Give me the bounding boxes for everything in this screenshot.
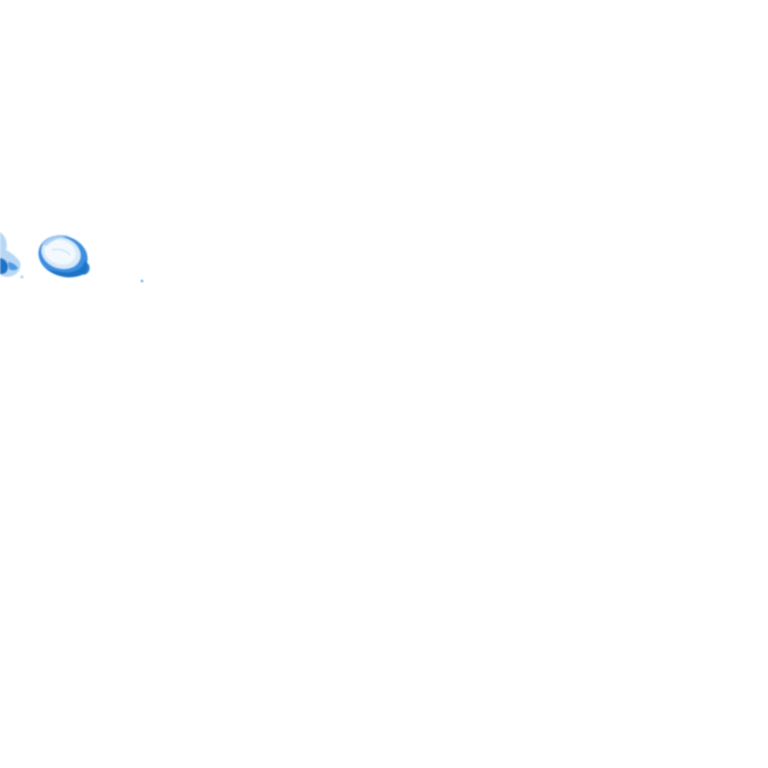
- ring-right-drip: [80, 262, 90, 275]
- ring-top-light: [42, 234, 70, 246]
- left-splash-dark: [0, 258, 8, 275]
- left-splash-dot: [20, 275, 24, 279]
- ring-splash: [38, 234, 90, 278]
- ring-inner-white: [44, 239, 76, 265]
- ring-bottom-dark: [46, 260, 88, 278]
- ring-inner-streak: [51, 248, 71, 256]
- left-splash-mid: [8, 262, 18, 271]
- speck: [140, 279, 144, 283]
- left-edge-splash: [0, 232, 24, 279]
